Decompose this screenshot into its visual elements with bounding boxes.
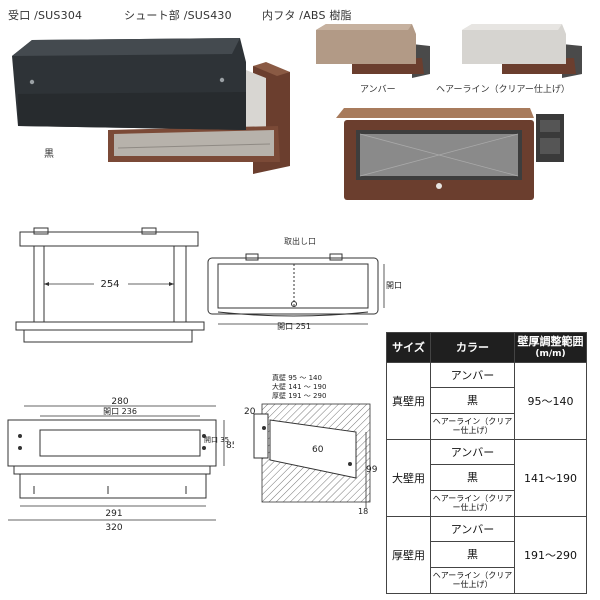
header-range-unit: (m/m) bbox=[535, 348, 566, 359]
color-g1-hairline: ヘアーライン（クリアー仕上げ） bbox=[430, 412, 515, 440]
range-group-3: 191〜290 bbox=[514, 515, 587, 595]
spec-table: サイズ カラー 壁厚調整範囲 (m/m) 真壁用 アンバー 95〜140 黒 ヘ… bbox=[386, 332, 587, 595]
color-g2-hairline: ヘアーライン（クリアー仕上げ） bbox=[430, 489, 515, 517]
dim-opening-236: 開口 236 bbox=[103, 407, 137, 416]
photo-open-lid-view bbox=[336, 108, 564, 200]
photo-knob bbox=[436, 183, 442, 189]
photo-screw-left bbox=[29, 79, 35, 85]
color-g1-black: 黒 bbox=[430, 387, 515, 414]
size-group-3: 厚壁用 bbox=[386, 515, 431, 595]
photo-label-amber: アンバー bbox=[360, 85, 396, 95]
header-range: 壁厚調整範囲 (m/m) bbox=[514, 332, 587, 363]
dim-99: 99 bbox=[366, 465, 378, 475]
wall-row-2: 大壁 141 〜 190 bbox=[272, 382, 326, 391]
dim-280: 280 bbox=[111, 397, 128, 407]
color-g3-black: 黒 bbox=[430, 541, 515, 568]
color-g3-amber: アンバー bbox=[430, 515, 515, 543]
photo-label-hairline: ヘアーライン（クリアー仕上げ） bbox=[436, 85, 570, 95]
color-g1-amber: アンバー bbox=[430, 361, 515, 389]
dim-254: 254 bbox=[100, 279, 119, 290]
header-color: カラー bbox=[430, 332, 515, 363]
drawing-side-section: 真壁 95 〜 140 大壁 141 〜 190 厚壁 191 〜 290 60… bbox=[244, 373, 378, 516]
wall-row-3: 厚壁 191 〜 290 bbox=[272, 391, 326, 400]
photo-open-lid bbox=[336, 108, 534, 118]
color-g2-amber: アンバー bbox=[430, 438, 515, 466]
drawing-front-bottom: 280 開口 236 85 開口 35 291 320 bbox=[7, 397, 234, 533]
material-receiver: 受口 /SUS304 bbox=[8, 9, 83, 22]
photo-amber-mail-slot bbox=[316, 24, 430, 78]
dim-291: 291 bbox=[105, 509, 122, 519]
dim-opening-35: 開口 35 bbox=[204, 436, 229, 444]
range-group-1: 95〜140 bbox=[514, 362, 587, 440]
material-chute: シュート部 /SUS430 bbox=[124, 9, 232, 22]
range-group-2: 141〜190 bbox=[514, 438, 587, 517]
dim-320: 320 bbox=[105, 523, 122, 533]
photo-amber-lid bbox=[316, 24, 416, 64]
photo-label-black: 黒 bbox=[44, 149, 54, 160]
size-group-1: 真壁用 bbox=[386, 362, 431, 440]
material-inner-lid: 内フタ /ABS 樹脂 bbox=[262, 9, 352, 22]
photo-screw-right bbox=[219, 77, 225, 83]
photo-black-mail-slot bbox=[12, 38, 290, 174]
outlet-label: 取出し口 bbox=[284, 236, 316, 246]
dim-inner-height: 開口 57 bbox=[386, 281, 402, 290]
front-body-outline bbox=[7, 419, 217, 467]
dim-inner-width: 開口 251 bbox=[277, 322, 311, 331]
drawing-front-top: 254 bbox=[15, 227, 205, 343]
color-g3-hairline: ヘアーライン（クリアー仕上げ） bbox=[430, 566, 515, 595]
header-range-label: 壁厚調整範囲 bbox=[517, 334, 584, 348]
chute-section bbox=[269, 419, 357, 479]
size-group-2: 大壁用 bbox=[386, 438, 431, 517]
wall-row-1: 真壁 95 〜 140 bbox=[272, 373, 322, 382]
photo-hairline-lid bbox=[462, 24, 566, 64]
dim-20: 20 bbox=[244, 407, 256, 417]
dim-85: 85 bbox=[226, 441, 234, 451]
dim-60: 60 bbox=[312, 445, 324, 455]
header-size: サイズ bbox=[386, 332, 431, 363]
photo-hairline-mail-slot bbox=[462, 24, 582, 78]
drawing-outlet-view: 取出し口 開口 251 開口 57 bbox=[207, 236, 402, 331]
dim-18: 18 bbox=[358, 507, 368, 516]
color-g2-black: 黒 bbox=[430, 464, 515, 491]
